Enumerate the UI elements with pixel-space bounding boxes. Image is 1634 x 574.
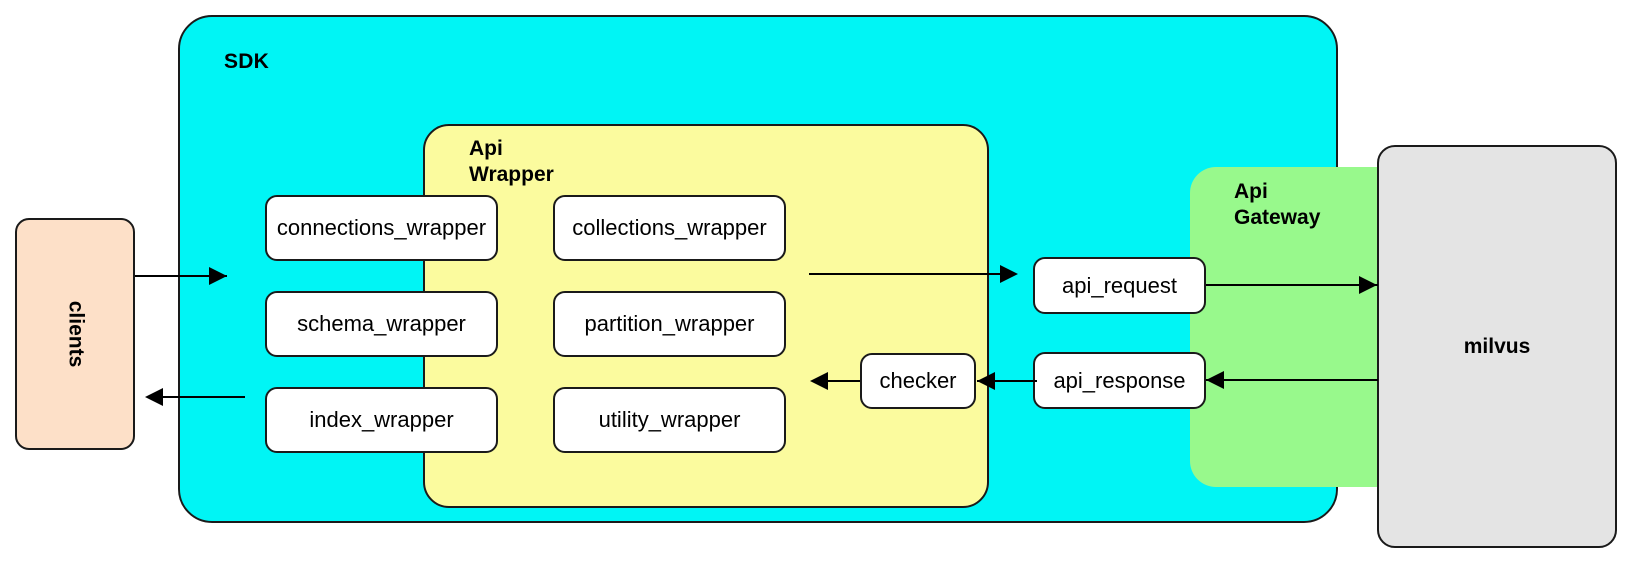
module-label: partition_wrapper <box>584 311 755 336</box>
arrowhead-api-response-to-checker <box>977 372 995 390</box>
module-label: connections_wrapper <box>276 215 487 240</box>
arrowhead-api-request-to-milvus <box>1359 276 1377 294</box>
api-gateway-label-line1: Api <box>1234 180 1268 203</box>
connector-checker-to-api-wrapper <box>828 380 860 382</box>
api-gateway-label-line2: Gateway <box>1234 205 1321 229</box>
milvus-label: milvus <box>1463 334 1531 358</box>
checker-node[interactable]: checker <box>860 353 976 409</box>
milvus-node[interactable]: milvus <box>1377 145 1617 548</box>
api-wrapper-label-line1: Api <box>469 137 503 160</box>
node-api-request[interactable]: api_request <box>1033 257 1206 314</box>
arrowhead-milvus-to-api-response <box>1206 371 1224 389</box>
node-label: api_response <box>1053 367 1186 393</box>
connector-milvus-to-api-response <box>1206 379 1378 381</box>
module-index-wrapper[interactable]: index_wrapper <box>265 387 498 453</box>
connector-clients-to-api-wrapper <box>135 275 227 277</box>
module-label: schema_wrapper <box>297 311 466 336</box>
clients-node[interactable]: clients <box>15 218 135 450</box>
api-wrapper-label-line2: Wrapper <box>469 162 554 186</box>
arrowhead-api-wrapper-to-clients <box>145 388 163 406</box>
connector-api-response-to-checker <box>977 380 1037 382</box>
arrowhead-checker-to-api-wrapper <box>810 372 828 390</box>
sdk-label: SDK <box>224 50 269 73</box>
connector-api-wrapper-to-api-request <box>809 273 1015 275</box>
checker-label: checker <box>879 368 957 393</box>
module-label: index_wrapper <box>309 407 454 432</box>
node-label: api_request <box>1062 272 1177 298</box>
clients-label: clients <box>64 300 87 368</box>
api-gateway-label: Api Gateway <box>1234 179 1320 230</box>
arrowhead-clients-to-api-wrapper <box>209 267 227 285</box>
arrowhead-api-wrapper-to-api-request <box>1000 265 1018 283</box>
connector-api-wrapper-to-clients <box>163 396 245 398</box>
module-schema-wrapper[interactable]: schema_wrapper <box>265 291 498 357</box>
module-utility-wrapper[interactable]: utility_wrapper <box>553 387 786 453</box>
api-wrapper-label: Api Wrapper <box>469 136 554 187</box>
node-api-response[interactable]: api_response <box>1033 352 1206 409</box>
connector-api-request-to-milvus <box>1206 284 1378 286</box>
module-label: collections_wrapper <box>572 215 767 240</box>
module-label: utility_wrapper <box>598 407 741 432</box>
module-connections-wrapper[interactable]: connections_wrapper <box>265 195 498 261</box>
module-partition-wrapper[interactable]: partition_wrapper <box>553 291 786 357</box>
module-collections-wrapper[interactable]: collections_wrapper <box>553 195 786 261</box>
